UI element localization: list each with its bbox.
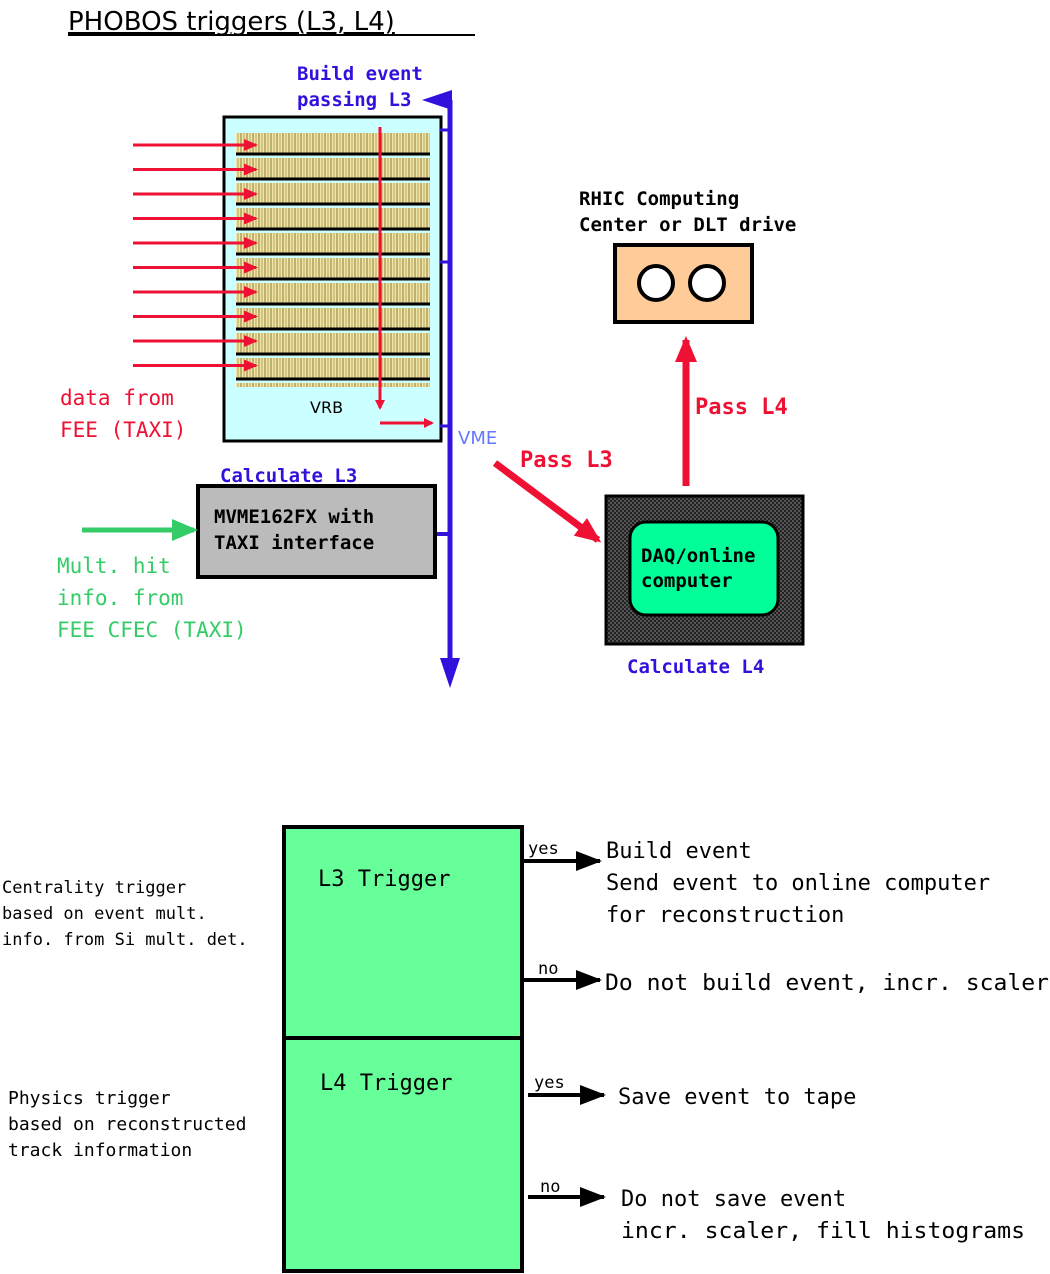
vrb-boards [236,133,430,387]
l3-yes-label: yes [528,839,559,859]
l4-trigger-label: L4 Trigger [320,1071,452,1096]
l4-yes-outcome: Save event to tape [618,1085,856,1110]
l3-yes-outcome-line2: Send event to online computer [606,871,990,896]
l4-no-outcome-line1: Do not save event [621,1187,846,1212]
vme-bus-down-arrowhead [440,658,460,688]
vrb-board-row [236,283,430,303]
data-from-fee-line1: data from [60,386,174,410]
rhic-label-line1: RHIC Computing [579,188,739,210]
l4-description-line3: track information [8,1140,192,1161]
vrb-board-row [236,133,430,153]
l3-description-line3: info. from Si mult. det. [2,930,248,950]
build-event-label-line1: Build event [297,63,423,85]
vrb-board-row [236,333,430,353]
l4-trigger-box [282,1036,524,1273]
vrb-label: VRB [310,398,343,417]
vrb-board-row [236,233,430,253]
vrb-board-edge [236,383,430,387]
l4-description-line2: based on reconstructed [8,1114,246,1135]
page-title: PHOBOS triggers (L3, L4) [68,7,395,37]
fee-input-arrows [133,139,258,372]
l4-description-line1: Physics trigger [8,1088,171,1109]
l3-no-label: no [538,959,558,979]
mvme-box-line1: MVME162FX with [214,506,374,528]
data-from-fee-line2: FEE (TAXI) [60,418,186,442]
l3-description-line1: Centrality trigger [2,878,186,898]
vrb-board-row [236,358,430,378]
daq-screen-line2: computer [641,570,733,592]
build-event-label-line2: passing L3 [297,89,411,111]
calculate-l4-label: Calculate L4 [627,656,764,678]
daq-screen-line1: DAQ/online [641,545,755,567]
l3-trigger-box [282,825,524,1040]
vme-label: VME [458,428,497,449]
tape-drive [613,243,754,324]
l3-description-line2: based on event mult. [2,904,207,924]
l3-yes-outcome-line1: Build event [606,839,752,864]
l3-trigger-label: L3 Trigger [318,867,450,892]
l3-no-outcome: Do not build event, incr. scaler [605,971,1049,996]
l3-yes-outcome-line3: for reconstruction [606,903,844,928]
rhic-label-line2: Center or DLT drive [579,214,796,236]
tape-reel-left-icon [637,264,675,302]
daq-screen [628,520,780,617]
mult-hit-line2: info. from [57,586,183,610]
tape-reel-right-icon [688,264,726,302]
l4-no-label: no [540,1177,560,1197]
pass-l4-label: Pass L4 [695,395,788,420]
mvme-box-line2: TAXI interface [214,532,374,554]
pass-l3-label: Pass L3 [520,448,613,473]
vrb-board-row [236,308,430,328]
mult-hit-line3: FEE CFEC (TAXI) [57,618,247,642]
vrb-board-row [236,258,430,278]
vrb-board-row [236,183,430,203]
calculate-l3-label: Calculate L3 [220,465,357,487]
pass-l3-arrow [492,460,602,543]
vrb-board-row [236,208,430,228]
l4-no-outcome-line2: incr. scaler, fill histograms [621,1219,1025,1244]
l4-yes-label: yes [534,1073,565,1093]
mvme-box [196,484,437,579]
mult-hit-line1: Mult. hit [57,554,171,578]
vrb-board-row [236,158,430,178]
